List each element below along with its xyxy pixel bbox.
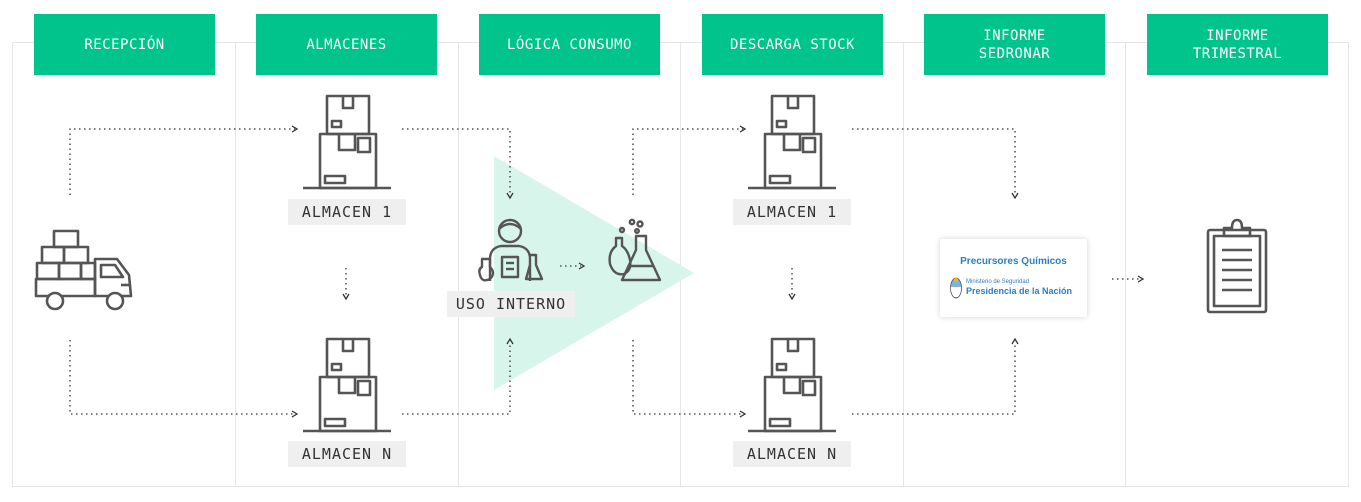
warehouse-boxes-icon — [748, 94, 836, 190]
warehouse-boxes-icon — [303, 337, 391, 433]
clipboard-report-icon — [1206, 218, 1268, 314]
column-divider — [680, 42, 681, 487]
column-divider — [903, 42, 904, 487]
label-almacen-1: ALMACEN 1 — [733, 199, 851, 225]
column-header-logica-consumo: LÓGICA CONSUMO — [479, 14, 660, 75]
argentina-shield-icon — [950, 277, 962, 299]
column-header-informe-trimestral: INFORME TRIMESTRAL — [1147, 14, 1328, 75]
flask-icon — [608, 218, 662, 282]
chemist-icon — [478, 218, 544, 282]
column-header-informe-sedronar: INFORME SEDRONAR — [924, 14, 1105, 75]
column-divider — [235, 42, 236, 487]
warehouse-boxes-icon — [748, 337, 836, 433]
label-almacen-n: ALMACEN N — [733, 441, 851, 467]
column-header-descarga-stock: DESCARGA STOCK — [702, 14, 883, 75]
column-divider — [1125, 42, 1126, 487]
column-divider — [458, 42, 459, 487]
logo-ministry: Ministerio de Seguridad — [966, 279, 1030, 285]
column-header-almacenes: ALMACENES — [256, 14, 437, 75]
logo-title: Precursores Químicos — [960, 256, 1067, 267]
column-header-recepcion: RECEPCIÓN — [34, 14, 215, 75]
label-uso-interno: USO INTERNO — [447, 291, 575, 317]
flow-triangle — [494, 156, 694, 390]
precursores-quimicos-logo: Precursores Químicos Ministerio de Segur… — [940, 239, 1087, 317]
label-almacen-1: ALMACEN 1 — [288, 199, 406, 225]
delivery-truck-icon — [34, 229, 133, 311]
logo-presidency: Presidencia de la Nación — [966, 286, 1073, 296]
warehouse-boxes-icon — [303, 94, 391, 190]
label-almacen-n: ALMACEN N — [288, 441, 406, 467]
